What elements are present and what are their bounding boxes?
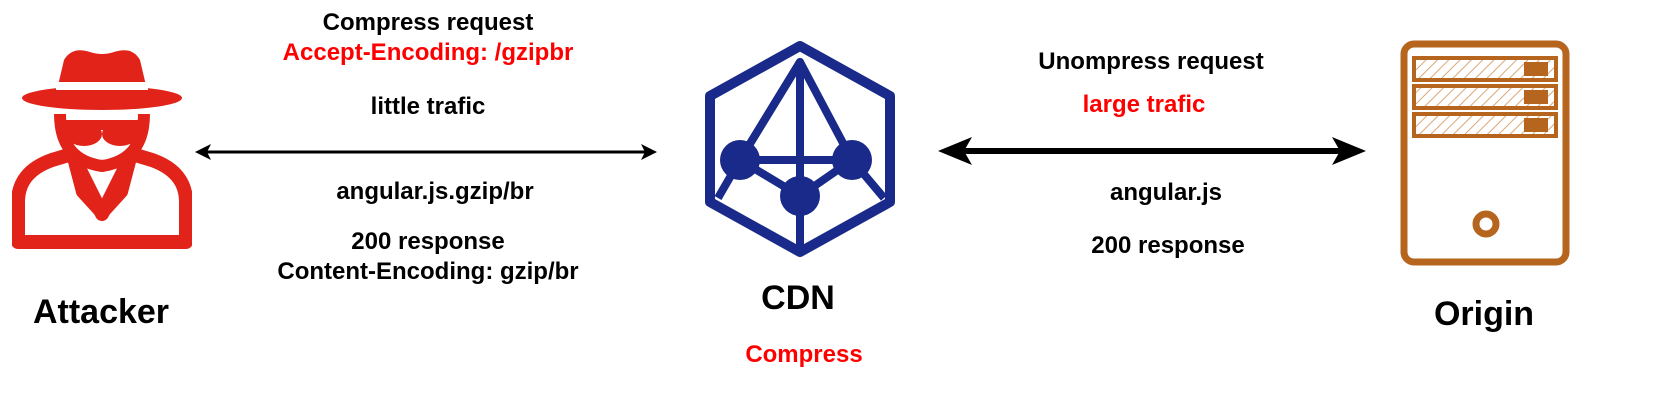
left-response-file: angular.js.gzip/br [336, 178, 534, 205]
cdn-label: CDN [761, 279, 835, 317]
cdn-compress-label: Compress [745, 341, 863, 368]
left-traffic-label: little trafic [370, 93, 486, 120]
right-request-title: Unompress request [1038, 48, 1264, 75]
right-traffic-label: large trafic [1082, 91, 1206, 118]
attacker-cdn-double-arrow [195, 140, 657, 164]
right-response-file: angular.js [1109, 179, 1223, 206]
left-response-status: 200 response [351, 228, 505, 255]
left-response-header: Content-Encoding: gzip/br [277, 258, 579, 285]
left-request-title: Compress request [322, 9, 534, 36]
attacker-spy-icon [12, 42, 192, 252]
cdn-network-hexagon-icon [700, 38, 900, 260]
origin-label: Origin [1433, 295, 1535, 333]
origin-server-tower-icon [1400, 40, 1570, 266]
right-response-status: 200 response [1091, 232, 1245, 259]
left-request-header: Accept-Encoding: /gzipbr [282, 39, 574, 66]
attacker-label: Attacker [32, 293, 170, 331]
cdn-origin-double-arrow [938, 136, 1366, 166]
